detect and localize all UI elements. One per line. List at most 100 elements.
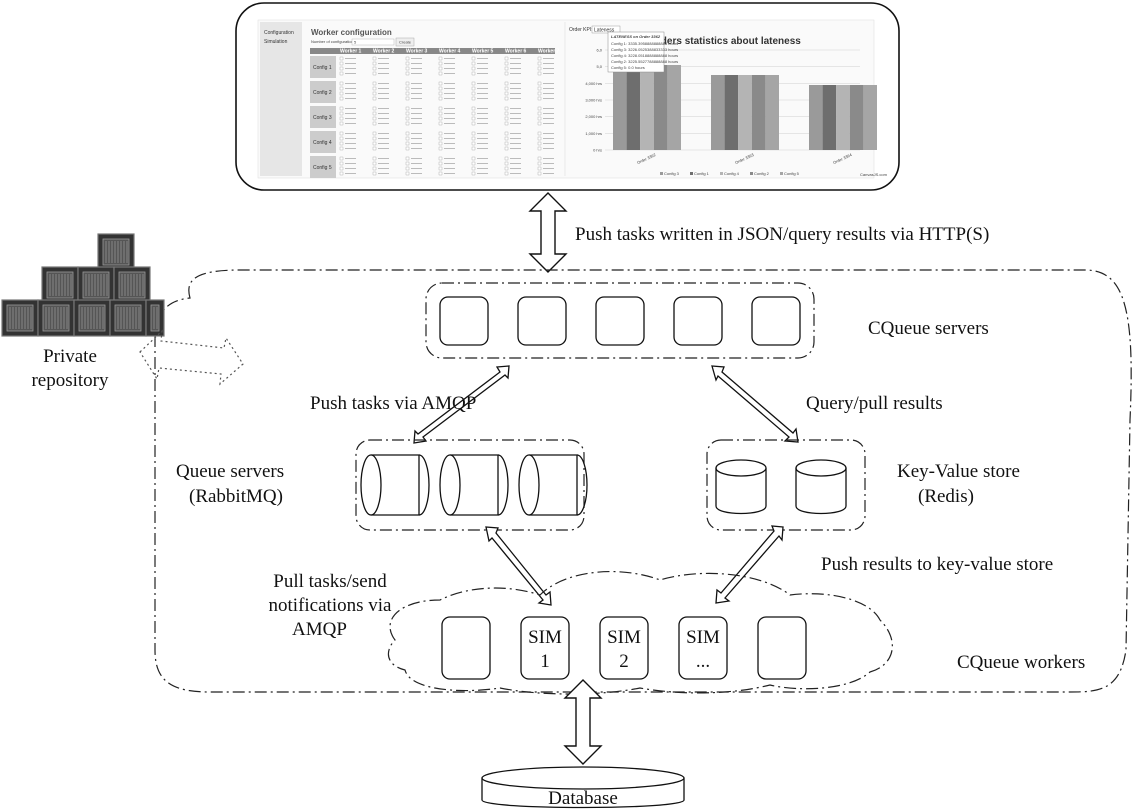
worker-checkbox[interactable] [372,121,377,126]
worker-checkbox[interactable] [471,96,476,101]
worker-checkbox[interactable] [537,161,542,166]
worker-checkbox[interactable] [438,56,443,61]
worker-checkbox[interactable] [372,91,377,96]
worker-checkbox[interactable] [471,136,476,141]
worker-checkbox[interactable] [504,111,509,116]
worker-checkbox[interactable] [339,96,344,101]
worker-checkbox[interactable] [537,91,542,96]
worker-checkbox[interactable] [405,106,410,111]
worker-checkbox[interactable] [372,66,377,71]
chart-bar[interactable] [738,75,752,150]
worker-checkbox[interactable] [504,166,509,171]
chart-bar[interactable] [724,75,739,150]
worker-checkbox[interactable] [372,116,377,121]
worker-checkbox[interactable] [339,91,344,96]
chart-bar[interactable] [822,85,837,150]
worker-checkbox[interactable] [438,66,443,71]
worker-checkbox[interactable] [504,161,509,166]
worker-checkbox[interactable] [339,161,344,166]
worker-checkbox[interactable] [372,96,377,101]
worker-checkbox[interactable] [504,121,509,126]
worker-checkbox[interactable] [471,161,476,166]
worker-checkbox[interactable] [438,91,443,96]
worker-checkbox[interactable] [372,131,377,136]
worker-checkbox[interactable] [339,121,344,126]
worker-checkbox[interactable] [405,116,410,121]
worker-checkbox[interactable] [537,96,542,101]
worker-checkbox[interactable] [438,121,443,126]
worker-checkbox[interactable] [339,131,344,136]
worker-checkbox[interactable] [504,56,509,61]
worker-checkbox[interactable] [339,81,344,86]
worker-checkbox[interactable] [405,136,410,141]
worker-checkbox[interactable] [504,171,509,176]
worker-checkbox[interactable] [537,61,542,66]
worker-checkbox[interactable] [372,61,377,66]
worker-checkbox[interactable] [405,146,410,151]
worker-checkbox[interactable] [405,86,410,91]
order-kpi-select[interactable] [591,25,621,34]
worker-checkbox[interactable] [438,146,443,151]
worker-checkbox[interactable] [471,111,476,116]
worker-checkbox[interactable] [405,156,410,161]
worker-checkbox[interactable] [438,116,443,121]
chart-bar[interactable] [765,75,779,150]
worker-checkbox[interactable] [438,156,443,161]
worker-checkbox[interactable] [438,86,443,91]
worker-checkbox[interactable] [471,121,476,126]
worker-checkbox[interactable] [438,71,443,76]
create-button[interactable] [395,37,415,47]
worker-checkbox[interactable] [504,86,509,91]
chart-bar[interactable] [653,65,668,150]
worker-checkbox[interactable] [405,171,410,176]
worker-checkbox[interactable] [537,136,542,141]
worker-checkbox[interactable] [537,146,542,151]
worker-checkbox[interactable] [438,171,443,176]
worker-checkbox[interactable] [438,96,443,101]
worker-checkbox[interactable] [339,106,344,111]
worker-checkbox[interactable] [471,131,476,136]
worker-checkbox[interactable] [405,111,410,116]
worker-checkbox[interactable] [405,161,410,166]
worker-checkbox[interactable] [504,106,509,111]
chart-bar[interactable] [809,85,823,150]
worker-checkbox[interactable] [339,146,344,151]
worker-checkbox[interactable] [339,171,344,176]
worker-checkbox[interactable] [405,81,410,86]
worker-checkbox[interactable] [372,141,377,146]
worker-checkbox[interactable] [471,146,476,151]
worker-checkbox[interactable] [339,86,344,91]
worker-checkbox[interactable] [405,56,410,61]
worker-checkbox[interactable] [339,56,344,61]
worker-checkbox[interactable] [438,141,443,146]
worker-checkbox[interactable] [471,141,476,146]
worker-checkbox[interactable] [372,161,377,166]
worker-checkbox[interactable] [537,116,542,121]
worker-checkbox[interactable] [471,166,476,171]
worker-checkbox[interactable] [405,71,410,76]
worker-checkbox[interactable] [372,171,377,176]
worker-checkbox[interactable] [504,91,509,96]
chart-bar[interactable] [626,65,641,150]
worker-checkbox[interactable] [339,141,344,146]
worker-checkbox[interactable] [405,91,410,96]
worker-checkbox[interactable] [504,96,509,101]
worker-checkbox[interactable] [537,156,542,161]
worker-checkbox[interactable] [471,71,476,76]
worker-checkbox[interactable] [471,61,476,66]
worker-checkbox[interactable] [405,141,410,146]
worker-checkbox[interactable] [372,146,377,151]
worker-checkbox[interactable] [537,71,542,76]
worker-checkbox[interactable] [438,136,443,141]
chart-bar[interactable] [863,85,877,150]
worker-checkbox[interactable] [471,86,476,91]
worker-checkbox[interactable] [471,171,476,176]
worker-checkbox[interactable] [372,81,377,86]
worker-checkbox[interactable] [438,61,443,66]
worker-checkbox[interactable] [339,66,344,71]
worker-checkbox[interactable] [405,131,410,136]
worker-checkbox[interactable] [372,71,377,76]
worker-checkbox[interactable] [339,111,344,116]
worker-checkbox[interactable] [504,141,509,146]
worker-checkbox[interactable] [339,136,344,141]
